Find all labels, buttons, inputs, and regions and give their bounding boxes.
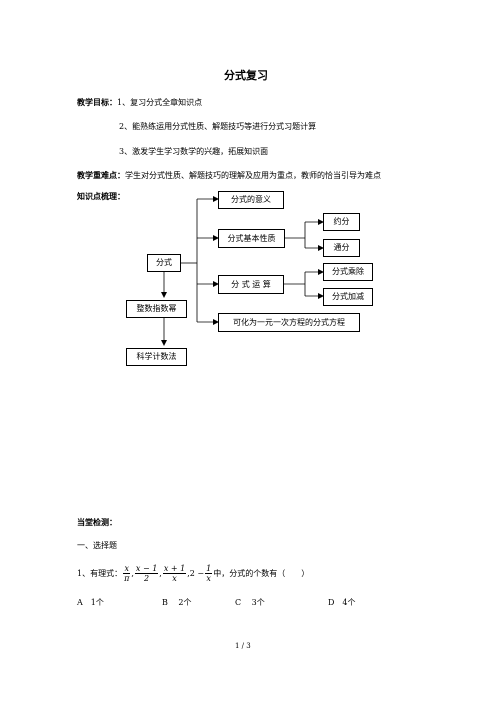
q1-fraction-3: x + 1 x [162, 564, 187, 583]
keypoints-text: 学生对分式性质、解题技巧的理解及应用为重点，教师的恰当引导为难点 [125, 171, 381, 180]
objective-item-2: 2、能熟练运用分式性质、解题技巧等进行分式习题计算 [119, 122, 317, 131]
node-reduce: 约分 [323, 213, 360, 231]
q1-option-a: A 1个 [77, 598, 104, 607]
q1-f3-denominator: x [172, 574, 177, 583]
q1-f4-lead: 2 − [189, 568, 205, 578]
question-1: 1、有理式： x π , x − 1 2 , x + 1 x , 2 − 1 x… [77, 564, 309, 583]
test-label: 当堂检测： [77, 517, 117, 527]
objective-item-3: 3、激发学生学习数学的兴趣，拓展知识面 [119, 147, 269, 156]
node-basic-property: 分式基本性质 [218, 229, 285, 248]
keypoints-line: 教学重难点：学生对分式性质、解题技巧的理解及应用为重点，教师的恰当引导为难点 [77, 170, 381, 181]
node-mul-div: 分式乘除 [323, 263, 373, 281]
q1-option-b: B 2个 [162, 598, 192, 607]
q1-f4-numerator: 1 [205, 564, 213, 574]
q1-sep-1: , [131, 568, 134, 578]
q1-f2-numerator: x − 1 [134, 564, 159, 574]
objectives-line-1: 教学目标：1、复习分式全章知识点 [77, 97, 202, 108]
node-equation: 可化为一元一次方程的分式方程 [218, 313, 360, 332]
node-integer-exponent: 整数指数幂 [126, 300, 187, 318]
q1-fraction-2: x − 1 2 [134, 564, 159, 583]
q1-suffix: 中，分式的个数有（ ） [213, 568, 310, 578]
q1-f2-denominator: 2 [144, 574, 150, 583]
q1-fraction-1: x π [123, 564, 130, 583]
q1-option-d: D 4个 [328, 598, 356, 607]
q1-sep-2: , [159, 568, 162, 578]
node-meaning: 分式的意义 [218, 191, 284, 209]
keypoints-label: 教学重难点： [77, 170, 125, 180]
node-common-denominator: 通分 [323, 239, 360, 257]
node-scientific-notation: 科学计数法 [126, 348, 187, 366]
q1-f4-denominator: x [206, 574, 211, 583]
page-title: 分式复习 [224, 69, 268, 82]
q1-option-c: C 3个 [235, 598, 265, 607]
outline-label: 知识点梳理： [77, 191, 125, 201]
q1-f1-denominator: π [124, 574, 130, 583]
objective-item-1: 1、复习分式全章知识点 [117, 98, 203, 107]
q1-f1-numerator: x [123, 564, 130, 574]
q1-fraction-4: 1 x [205, 564, 213, 583]
node-root-fraction: 分式 [147, 254, 181, 272]
q1-f3-numerator: x + 1 [162, 564, 187, 574]
node-operations: 分 式 运 算 [218, 275, 284, 294]
page-footer: 1 / 3 [235, 642, 251, 650]
node-add-sub: 分式加减 [323, 288, 373, 306]
section-choice: 一、选择题 [77, 541, 117, 550]
q1-sep-3: , [187, 568, 190, 578]
q1-prefix: 1、有理式： [77, 568, 123, 578]
objectives-label: 教学目标： [77, 97, 117, 107]
